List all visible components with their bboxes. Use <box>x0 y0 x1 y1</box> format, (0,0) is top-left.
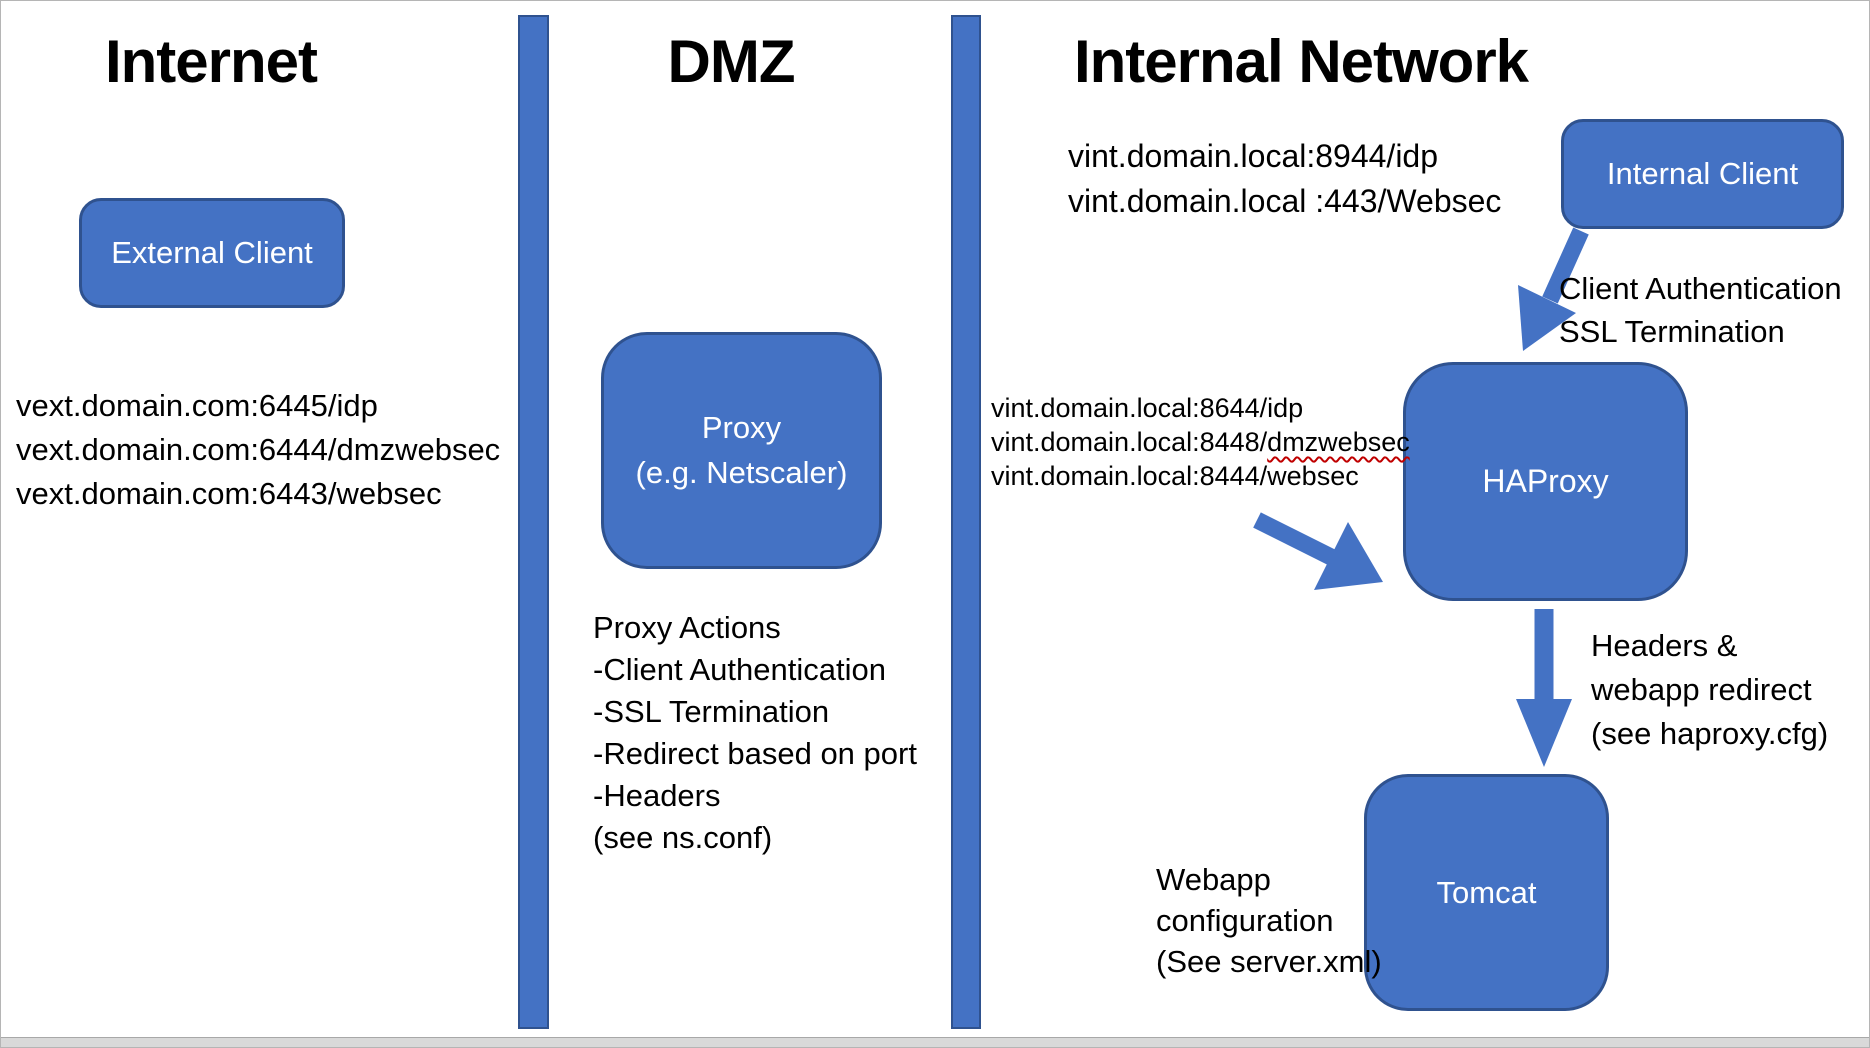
zone-title-internet: Internet <box>104 28 318 95</box>
external-url-line: vext.domain.com:6445/idp <box>16 388 378 423</box>
zone-divider-bar-internet-dmz <box>518 15 549 1029</box>
zone-divider-bar-dmz-internal <box>951 15 981 1029</box>
client-auth-line: SSL Termination <box>1559 314 1785 349</box>
proxy-actions-line: -Client Authentication <box>593 652 886 687</box>
internal-client-url-line: vint.domain.local :443/Websec <box>1068 183 1502 219</box>
webapp-config-line: Webapp <box>1156 862 1271 897</box>
node-proxy-label-line1: Proxy <box>701 409 782 445</box>
haproxy-url-line: vint.domain.local:8444/websec <box>991 461 1359 491</box>
node-internal-client-label: Internal Client <box>1606 156 1799 191</box>
internal-client-url-line: vint.domain.local:8944/idp <box>1068 138 1439 174</box>
node-proxy-label-line2: (e.g. Netscaler) <box>635 454 848 490</box>
webapp-config-line: (See server.xml) <box>1156 944 1382 979</box>
webapp-config-line: configuration <box>1156 903 1334 938</box>
headers-redirect-line: (see haproxy.cfg) <box>1591 716 1829 751</box>
node-tomcat-label: Tomcat <box>1436 874 1537 910</box>
haproxy-url-line: vint.domain.local:8448/dmzwebsec <box>991 425 1410 459</box>
node-haproxy-label: HAProxy <box>1482 463 1609 499</box>
annotation-webapp-configuration: Webapp configuration (See server.xml) <box>1156 859 1382 982</box>
proxy-actions-line: (see ns.conf) <box>593 820 773 855</box>
haproxy-url-line: vint.domain.local:8644/idp <box>991 393 1304 423</box>
external-url-line: vext.domain.com:6444/dmzwebsec <box>16 432 501 467</box>
zone-title-dmz: DMZ <box>667 28 796 95</box>
annotation-proxy-actions: Proxy Actions -Client Authentication -SS… <box>593 607 917 859</box>
external-url-line: vext.domain.com:6443/websec <box>16 476 442 511</box>
haproxy-url-line2-prefix: vint.domain.local:8448/ <box>991 427 1268 457</box>
node-external-client-label: External Client <box>111 235 313 270</box>
annotation-client-authentication: Client Authentication SSL Termination <box>1559 267 1842 353</box>
proxy-actions-line: Proxy Actions <box>593 610 781 645</box>
node-internal-client: Internal Client <box>1561 119 1844 229</box>
annotation-headers-redirect: Headers & webapp redirect (see haproxy.c… <box>1591 624 1828 756</box>
annotation-internal-client-urls: vint.domain.local:8944/idp vint.domain.l… <box>1068 134 1501 224</box>
node-proxy: Proxy (e.g. Netscaler) <box>601 332 882 569</box>
headers-redirect-line: webapp redirect <box>1591 672 1812 707</box>
node-haproxy: HAProxy <box>1403 362 1688 601</box>
node-tomcat: Tomcat <box>1364 774 1609 1011</box>
proxy-actions-line: -SSL Termination <box>593 694 830 729</box>
annotation-external-urls: vext.domain.com:6445/idp vext.domain.com… <box>16 384 500 516</box>
slide-bottom-edge <box>1 1037 1869 1047</box>
client-auth-line: Client Authentication <box>1559 271 1842 306</box>
proxy-actions-line: -Redirect based on port <box>593 736 917 771</box>
annotation-haproxy-urls: vint.domain.local:8644/idp vint.domain.l… <box>991 391 1410 493</box>
haproxy-url-line2-misspelled-word: dmzwebsec <box>1267 427 1410 457</box>
arrow-urls-to-haproxy <box>1253 512 1383 590</box>
headers-redirect-line: Headers & <box>1591 628 1738 663</box>
arrow-haproxy-to-tomcat <box>1516 609 1572 767</box>
proxy-actions-line: -Headers <box>593 778 721 813</box>
node-external-client: External Client <box>79 198 345 308</box>
zone-title-internal-network: Internal Network <box>1073 28 1529 95</box>
